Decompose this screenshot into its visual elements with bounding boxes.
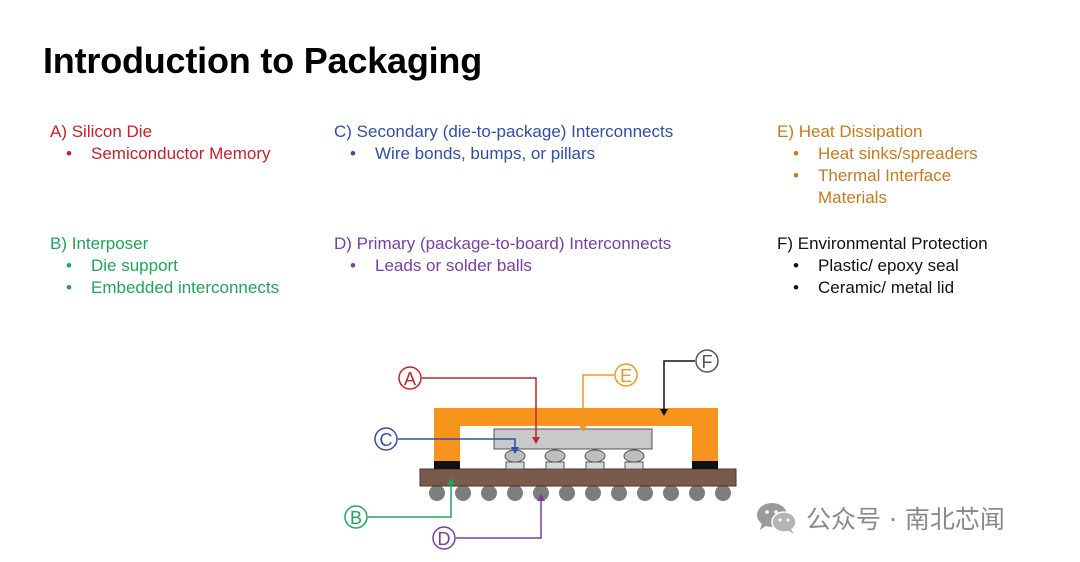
section-heading: C) Secondary (die-to-package) Interconne… (334, 122, 674, 141)
leader-b (368, 481, 452, 518)
solder-balls (429, 485, 731, 501)
section-heat-dissipation: E) Heat Dissipation •Heat sinks/spreader… (777, 121, 1007, 209)
seal-right (692, 461, 718, 469)
section-environmental-protection: F) Environmental Protection •Plastic/ ep… (777, 233, 988, 299)
watermark: 公众号 · 南北芯闻 (756, 500, 1005, 536)
list-item: •Semiconductor Memory (66, 144, 271, 163)
watermark-text: 公众号 · 南北芯闻 (806, 505, 1005, 534)
leader-e (582, 374, 614, 429)
list-item: •Embedded interconnects (66, 278, 280, 297)
section-secondary-interconnects: C) Secondary (die-to-package) Interconne… (334, 121, 673, 165)
label-d: D (432, 526, 456, 550)
leader-d (456, 497, 542, 539)
svg-text:D: D (438, 529, 451, 549)
silicon-die (493, 428, 653, 450)
list-item: •Die support (66, 256, 178, 275)
label-f: F (695, 349, 719, 373)
interposer-substrate (419, 468, 737, 487)
leader-a (422, 377, 537, 441)
package-cross-section: A E F C B D (344, 349, 737, 550)
section-heading: D) Primary (package-to-board) Interconne… (334, 234, 672, 253)
list-item: •Heat sinks/spreaders (793, 144, 978, 163)
section-silicon-die: A) Silicon Die •Semiconductor Memory (50, 121, 271, 165)
label-c: C (374, 427, 398, 451)
section-interposer: B) Interposer •Die support •Embedded int… (50, 233, 279, 299)
leader-f (663, 360, 695, 413)
svg-text:F: F (702, 352, 713, 372)
section-heading: E) Heat Dissipation (777, 122, 923, 141)
list-item: •Leads or solder balls (350, 256, 532, 275)
list-item: •Ceramic/ metal lid (793, 278, 955, 297)
label-b: B (344, 505, 368, 529)
seal-left (434, 461, 460, 469)
bumps (504, 449, 645, 470)
list-item: •Plastic/ epoxy seal (793, 256, 959, 275)
svg-text:A: A (404, 369, 416, 389)
label-a: A (398, 366, 422, 390)
page-title: Introduction to Packaging (43, 40, 483, 81)
svg-text:C: C (380, 430, 393, 450)
section-heading: A) Silicon Die (50, 122, 153, 141)
svg-text:B: B (350, 508, 362, 528)
label-e: E (614, 363, 638, 387)
section-primary-interconnects: D) Primary (package-to-board) Interconne… (334, 233, 671, 277)
svg-text:E: E (620, 366, 632, 386)
section-heading: B) Interposer (50, 234, 149, 253)
wechat-icon (757, 503, 797, 534)
heat-spreader-lid (434, 408, 718, 461)
section-heading: F) Environmental Protection (777, 234, 988, 253)
list-item: •Thermal Interface Materials (793, 166, 952, 207)
package-diagram: A E F C B D (330, 345, 750, 560)
list-item: •Wire bonds, bumps, or pillars (350, 144, 596, 163)
